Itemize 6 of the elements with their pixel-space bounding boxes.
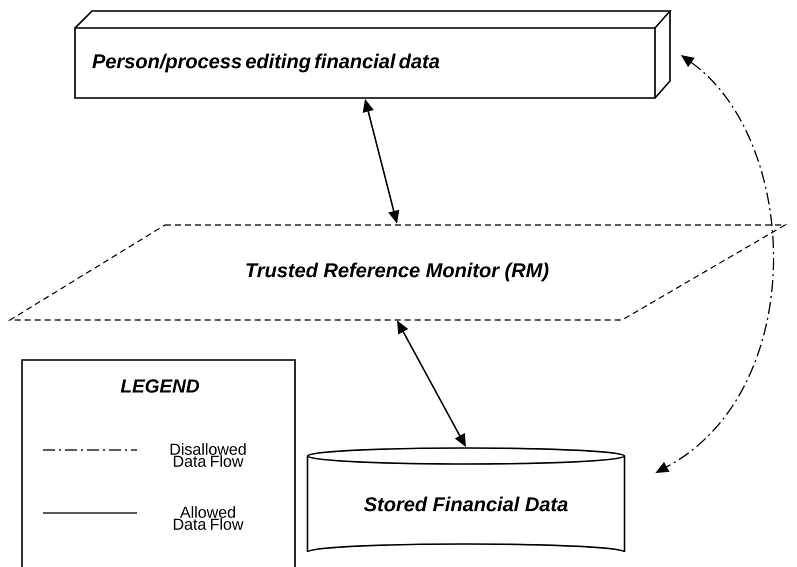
legend-text: Disallowed Data Flow bbox=[170, 443, 246, 467]
process-box: Person/process editing financial data bbox=[74, 10, 672, 99]
legend-text: Allowed Data Flow bbox=[174, 506, 244, 530]
node-label: Stored Financial Data bbox=[364, 496, 568, 512]
database-cylinder: Stored Financial Data bbox=[306, 447, 626, 553]
legend-title: LEGEND bbox=[120, 379, 200, 393]
